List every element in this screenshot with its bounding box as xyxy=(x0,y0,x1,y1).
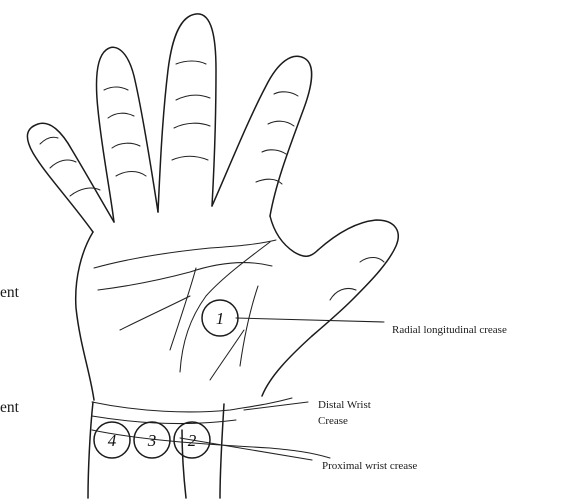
marker-2-number: 2 xyxy=(188,431,197,450)
label-distal-wrist-crease-line2: Crease xyxy=(318,415,348,427)
marker-3-number: 3 xyxy=(147,431,157,450)
marker-4: 4 xyxy=(94,422,130,458)
marker-1-number: 1 xyxy=(216,309,225,328)
marker-2: 2 xyxy=(174,422,210,458)
finger-creases xyxy=(40,61,384,300)
label-distal-wrist-crease-line1: Distal Wrist xyxy=(318,399,371,411)
left-fragment-lower: ent xyxy=(0,399,20,416)
label-radial-longitudinal-crease: Radial longitudinal crease xyxy=(392,324,507,336)
marker-1: 1 xyxy=(202,300,238,336)
marker-4-number: 4 xyxy=(108,431,117,450)
palm-creases xyxy=(94,240,276,380)
label-proximal-wrist-crease: Proximal wrist crease xyxy=(322,460,417,472)
left-fragment-upper: ent xyxy=(0,284,20,301)
